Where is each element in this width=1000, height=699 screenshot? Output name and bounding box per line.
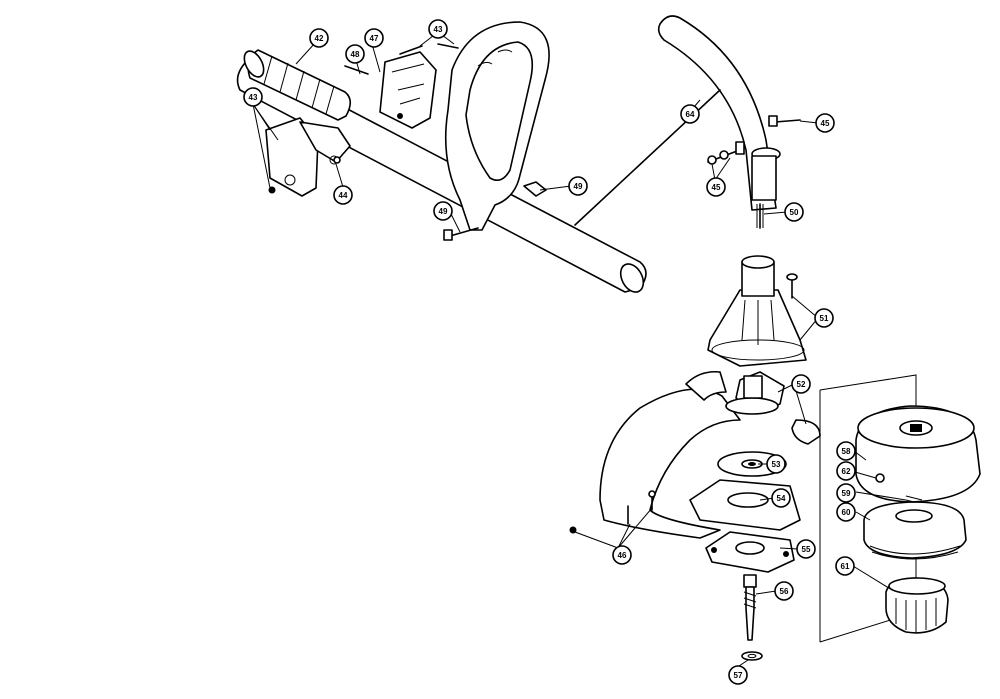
- shaft-end-50: [756, 203, 764, 229]
- callout-57: 57: [728, 665, 748, 685]
- throttle-housing: [379, 51, 437, 129]
- gear-housing-51: [707, 255, 807, 367]
- callout-49-right: 49: [568, 176, 588, 196]
- plate-54: [689, 479, 801, 531]
- callout-58-label: 58: [842, 447, 851, 456]
- callout-52: 52: [791, 374, 811, 394]
- fasteners-upper: [344, 43, 547, 241]
- callout-64-label: 64: [686, 110, 695, 119]
- callout-64: 64: [680, 104, 700, 124]
- callout-49-left: 49: [433, 201, 453, 221]
- callout-47: 47: [364, 28, 384, 48]
- debris-guard: [599, 370, 821, 539]
- callout-49-left-label: 49: [439, 207, 448, 216]
- drive-shaft-tube: [657, 15, 781, 211]
- callout-60-label: 60: [842, 508, 851, 517]
- callout-59-label: 59: [842, 489, 851, 498]
- callout-51-label: 51: [820, 314, 829, 323]
- clamp-bracket-left: [265, 117, 351, 197]
- callout-43-upper-label: 43: [434, 25, 443, 34]
- callout-62: 62: [836, 461, 856, 481]
- d-handle: [444, 21, 550, 231]
- callout-43-left: 43: [243, 87, 263, 107]
- callout-57-label: 57: [734, 671, 743, 680]
- callout-43-upper: 43: [428, 19, 448, 39]
- bump-knob-61: [885, 577, 949, 634]
- guard-screws-46: [569, 490, 656, 534]
- callout-54-label: 54: [777, 494, 786, 503]
- callout-48-label: 48: [351, 50, 360, 59]
- callout-52-label: 52: [797, 380, 806, 389]
- bearing-housing-55: [705, 531, 795, 573]
- callout-62-label: 62: [842, 467, 851, 476]
- callout-44-label: 44: [339, 191, 348, 200]
- spindle-56: [743, 574, 757, 641]
- callout-44: 44: [333, 185, 353, 205]
- arbor-52: [725, 371, 785, 415]
- leader-lines: [252, 31, 907, 669]
- spool-60: [863, 501, 967, 560]
- callout-43-left-label: 43: [249, 93, 258, 102]
- callout-49-right-label: 49: [574, 182, 583, 191]
- callout-42-label: 42: [315, 34, 324, 43]
- callout-46-label: 46: [618, 551, 627, 560]
- callout-56-label: 56: [780, 587, 789, 596]
- callout-60: 60: [836, 502, 856, 522]
- callout-45-left-label: 45: [712, 183, 721, 192]
- callout-55-label: 55: [802, 545, 811, 554]
- callout-58: 58: [836, 441, 856, 461]
- callout-53: 53: [766, 454, 786, 474]
- callout-50-label: 50: [790, 208, 799, 217]
- callout-53-label: 53: [772, 460, 781, 469]
- grip-42: [243, 49, 352, 121]
- callout-50: 50: [784, 202, 804, 222]
- callout-48: 48: [345, 44, 365, 64]
- callout-59: 59: [836, 483, 856, 503]
- callout-54: 54: [771, 488, 791, 508]
- washer-57: [741, 651, 763, 661]
- callout-55: 55: [796, 539, 816, 559]
- callout-42: 42: [309, 28, 329, 48]
- callout-45-right-label: 45: [821, 119, 830, 128]
- callout-56: 56: [774, 581, 794, 601]
- callout-61: 61: [835, 556, 855, 576]
- callout-51: 51: [814, 308, 834, 328]
- callout-46: 46: [612, 545, 632, 565]
- callout-45-right: 45: [815, 113, 835, 133]
- callout-45-left: 45: [706, 177, 726, 197]
- spool-cover-58: [855, 405, 981, 503]
- callout-61-label: 61: [841, 562, 850, 571]
- callout-47-label: 47: [370, 34, 379, 43]
